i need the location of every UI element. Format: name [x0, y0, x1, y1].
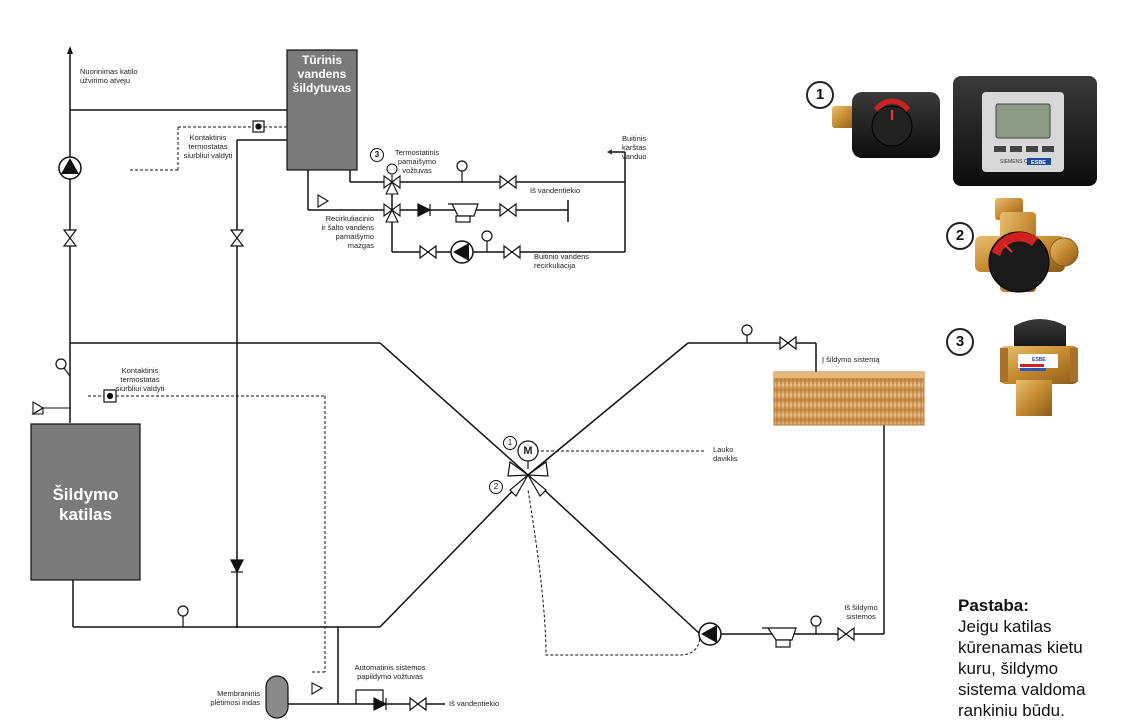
boiler-label: Šildymo katilas	[52, 485, 119, 524]
product-number-2: 2	[946, 222, 974, 250]
note-body: Jeigu katilas kūrenamas kietu kuru, šild…	[958, 617, 1086, 720]
to-heating-label: Į šildymo sistemą	[822, 355, 880, 364]
auto-fill-label: Automatinis sistemos papildymo vožtuvas	[354, 663, 426, 681]
marker-1: 1	[503, 436, 517, 450]
mixing-valves-dhw	[383, 163, 401, 223]
outdoor-sensor-label: Lauko daviklis	[713, 445, 738, 463]
thermostat-mid-label: Kontaktinis termostatas siurbliui valdyt…	[115, 366, 165, 393]
hot-water-label: Buitinis karštas vanduo	[622, 134, 647, 161]
actuator-m-label: M	[523, 445, 533, 457]
gate-valves	[62, 174, 855, 712]
vent-label: Nuorinimas katilo užvirimo atveju	[80, 67, 138, 85]
circulation-pump-dhw	[450, 240, 474, 264]
pressure-gauges	[55, 160, 822, 634]
recirc-node-label: Recirkuliacinio ir šalto vandens pamaišy…	[321, 214, 374, 250]
expansion-vessel	[265, 675, 289, 719]
strainers	[448, 203, 797, 648]
note-title: Pastaba:	[958, 596, 1029, 615]
water-heater-tank	[286, 49, 358, 171]
product-2-mixing-valve	[975, 198, 1079, 293]
marker-2: 2	[489, 480, 503, 494]
boiler	[30, 423, 141, 581]
radiator	[773, 371, 925, 426]
product-number-3: 3	[946, 328, 974, 356]
product-3-thermostatic-valve: ESBE	[1000, 319, 1078, 416]
safety-valves	[31, 194, 330, 695]
from-heating-label: Iš šildymo sistemos	[844, 603, 878, 621]
thermostat-top-label: Kontaktinis termostatas siurbliui valdyt…	[183, 133, 233, 160]
dhw-recirc-label: Buitinio vandens recirkuliacija	[534, 252, 590, 270]
thermo-valve-label: Termostatinis pamaišymo vožtuvas	[394, 148, 440, 175]
thermo-valve-brand: ESBE	[1032, 357, 1046, 363]
marker-3: 3	[370, 148, 384, 162]
note-box: Pastaba: Jeigu katilas kūrenamas kietu k…	[958, 596, 1118, 721]
auto-fill-valve	[355, 689, 384, 704]
product-1-controller: SIEMENS C ESBE	[953, 76, 1097, 186]
circulation-pump-heating	[698, 622, 722, 646]
four-way-mixing-valve	[507, 440, 549, 497]
product-number-1: 1	[806, 81, 834, 109]
check-valves	[230, 203, 432, 711]
thermostat-boxes	[103, 120, 265, 403]
water-supply-bottom-label: Iš vandentiekio	[449, 699, 500, 708]
controller-display-text: SIEMENS C	[1000, 159, 1028, 165]
membrane-label: Membraninis plėtimosi indas	[210, 689, 260, 707]
controller-brand: ESBE	[1031, 160, 1046, 166]
circulation-pump-top	[58, 156, 82, 180]
product-1-actuator	[832, 92, 940, 158]
water-supply-top-label: Iš vandentiekio	[530, 186, 581, 195]
tank-label: Tūrinis vandens šildytuvas	[292, 53, 352, 95]
